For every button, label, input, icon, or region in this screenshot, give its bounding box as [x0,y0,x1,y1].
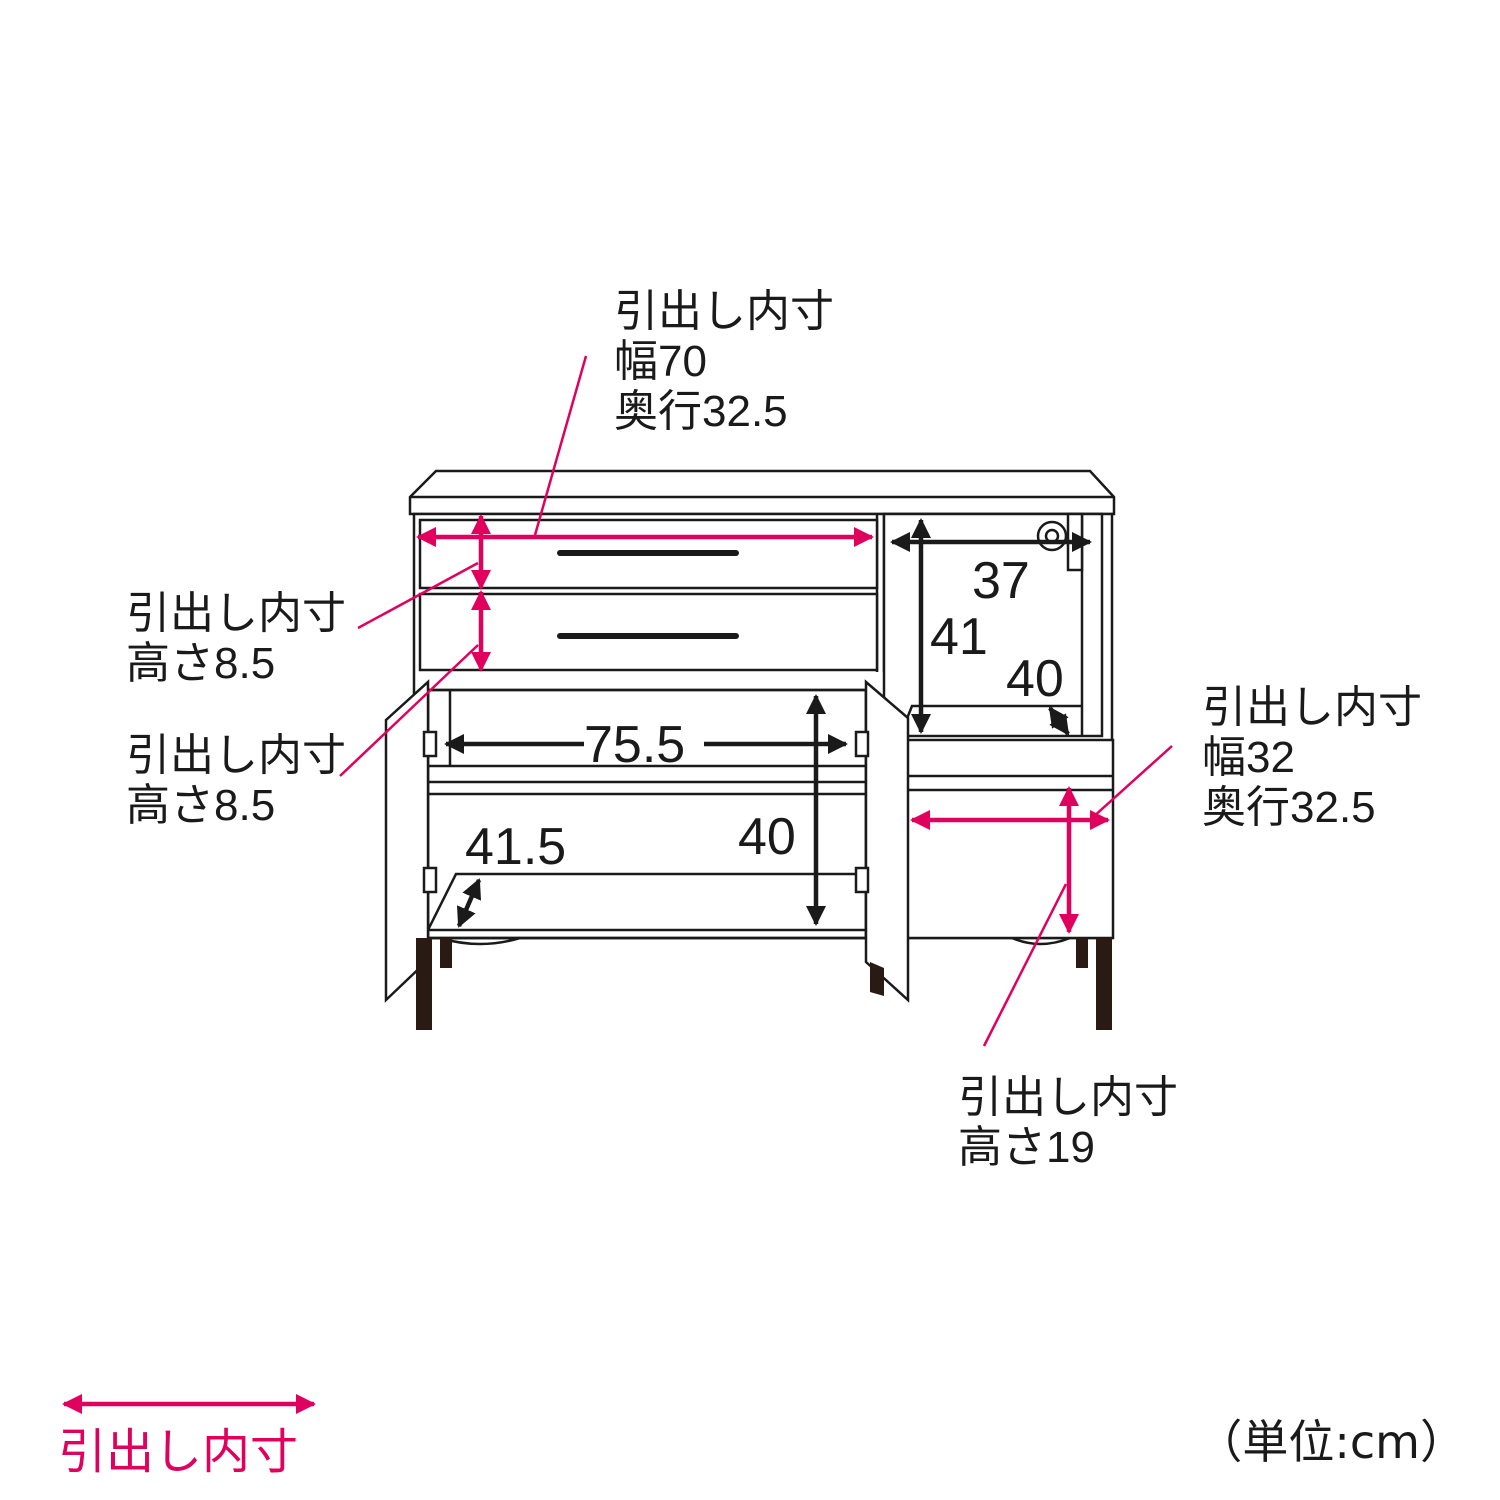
dimension-labels: 37 41 40 75.5 40 41.5 [465,552,1064,876]
callout-right-drawer-line2: 幅32 [1202,733,1295,782]
legs [416,938,1112,1030]
callout-top-drawer-line2: 幅70 [614,337,707,386]
dim-cabinet-width: 75.5 [584,716,685,774]
callout-drawer-height-2-line1: 引出し内寸 [126,731,346,780]
cabinet-depth-arrow [456,878,482,928]
right-drawer [905,738,1115,940]
open-depth-arrow [1048,706,1070,736]
leader-right-drawer [1091,745,1173,819]
right-door [864,679,910,1003]
callout-right-drawer-line3: 奥行32.5 [1202,783,1376,832]
callout-top-drawer-line3: 奥行32.5 [614,387,788,436]
leader-top-drawer [533,355,588,536]
dim-open-height: 41 [930,608,988,666]
black-dimensions [443,517,1093,928]
leg-front-right [1096,938,1112,1030]
callout-drawer-height-1: 引出し内寸 高さ8.5 [126,589,346,688]
top-board [408,469,1116,516]
magenta-dimensions [415,513,1111,935]
leader-drawer-height-2 [339,644,479,777]
leg-back-left [440,938,452,968]
leg-mid [870,962,884,996]
leader-right-drawer-height [982,883,1068,1047]
dim-open-width: 37 [972,552,1030,610]
dim-cabinet-depth: 41.5 [465,818,566,876]
second-drawer [418,592,879,672]
callout-right-drawer-height-line2: 高さ19 [958,1123,1095,1172]
callout-right-drawer: 引出し内寸 幅32 奥行32.5 [1202,683,1422,832]
callout-right-drawer-line1: 引出し内寸 [1202,683,1422,732]
legend: 引出し内寸 [58,1393,317,1480]
leader-lines [339,355,1173,1047]
callout-right-drawer-height-line1: 引出し内寸 [958,1073,1178,1122]
callout-drawer-height-2-line2: 高さ8.5 [126,781,275,830]
dim-open-depth: 40 [1006,650,1064,708]
callout-right-drawer-height: 引出し内寸 高さ19 [958,1073,1178,1172]
callout-drawer-height-1-line2: 高さ8.5 [126,639,275,688]
sideboard-drawing [384,469,1116,1003]
leader-drawer-height-1 [357,561,479,630]
legend-label: 引出し内寸 [58,1424,298,1480]
drawer-handles [557,550,739,639]
cable-grommet-icon [1036,520,1068,552]
leg-front-left [416,938,432,1030]
callout-top-drawer: 引出し内寸 幅70 奥行32.5 [614,287,834,436]
callout-top-drawer-line1: 引出し内寸 [614,287,834,336]
leg-back-right [1076,938,1088,968]
callout-drawer-height-2: 引出し内寸 高さ8.5 [126,731,346,830]
dim-cabinet-height: 40 [738,808,796,866]
unit-note: （単位:cm） [1196,1415,1466,1469]
callout-drawer-height-1-line1: 引出し内寸 [126,589,346,638]
